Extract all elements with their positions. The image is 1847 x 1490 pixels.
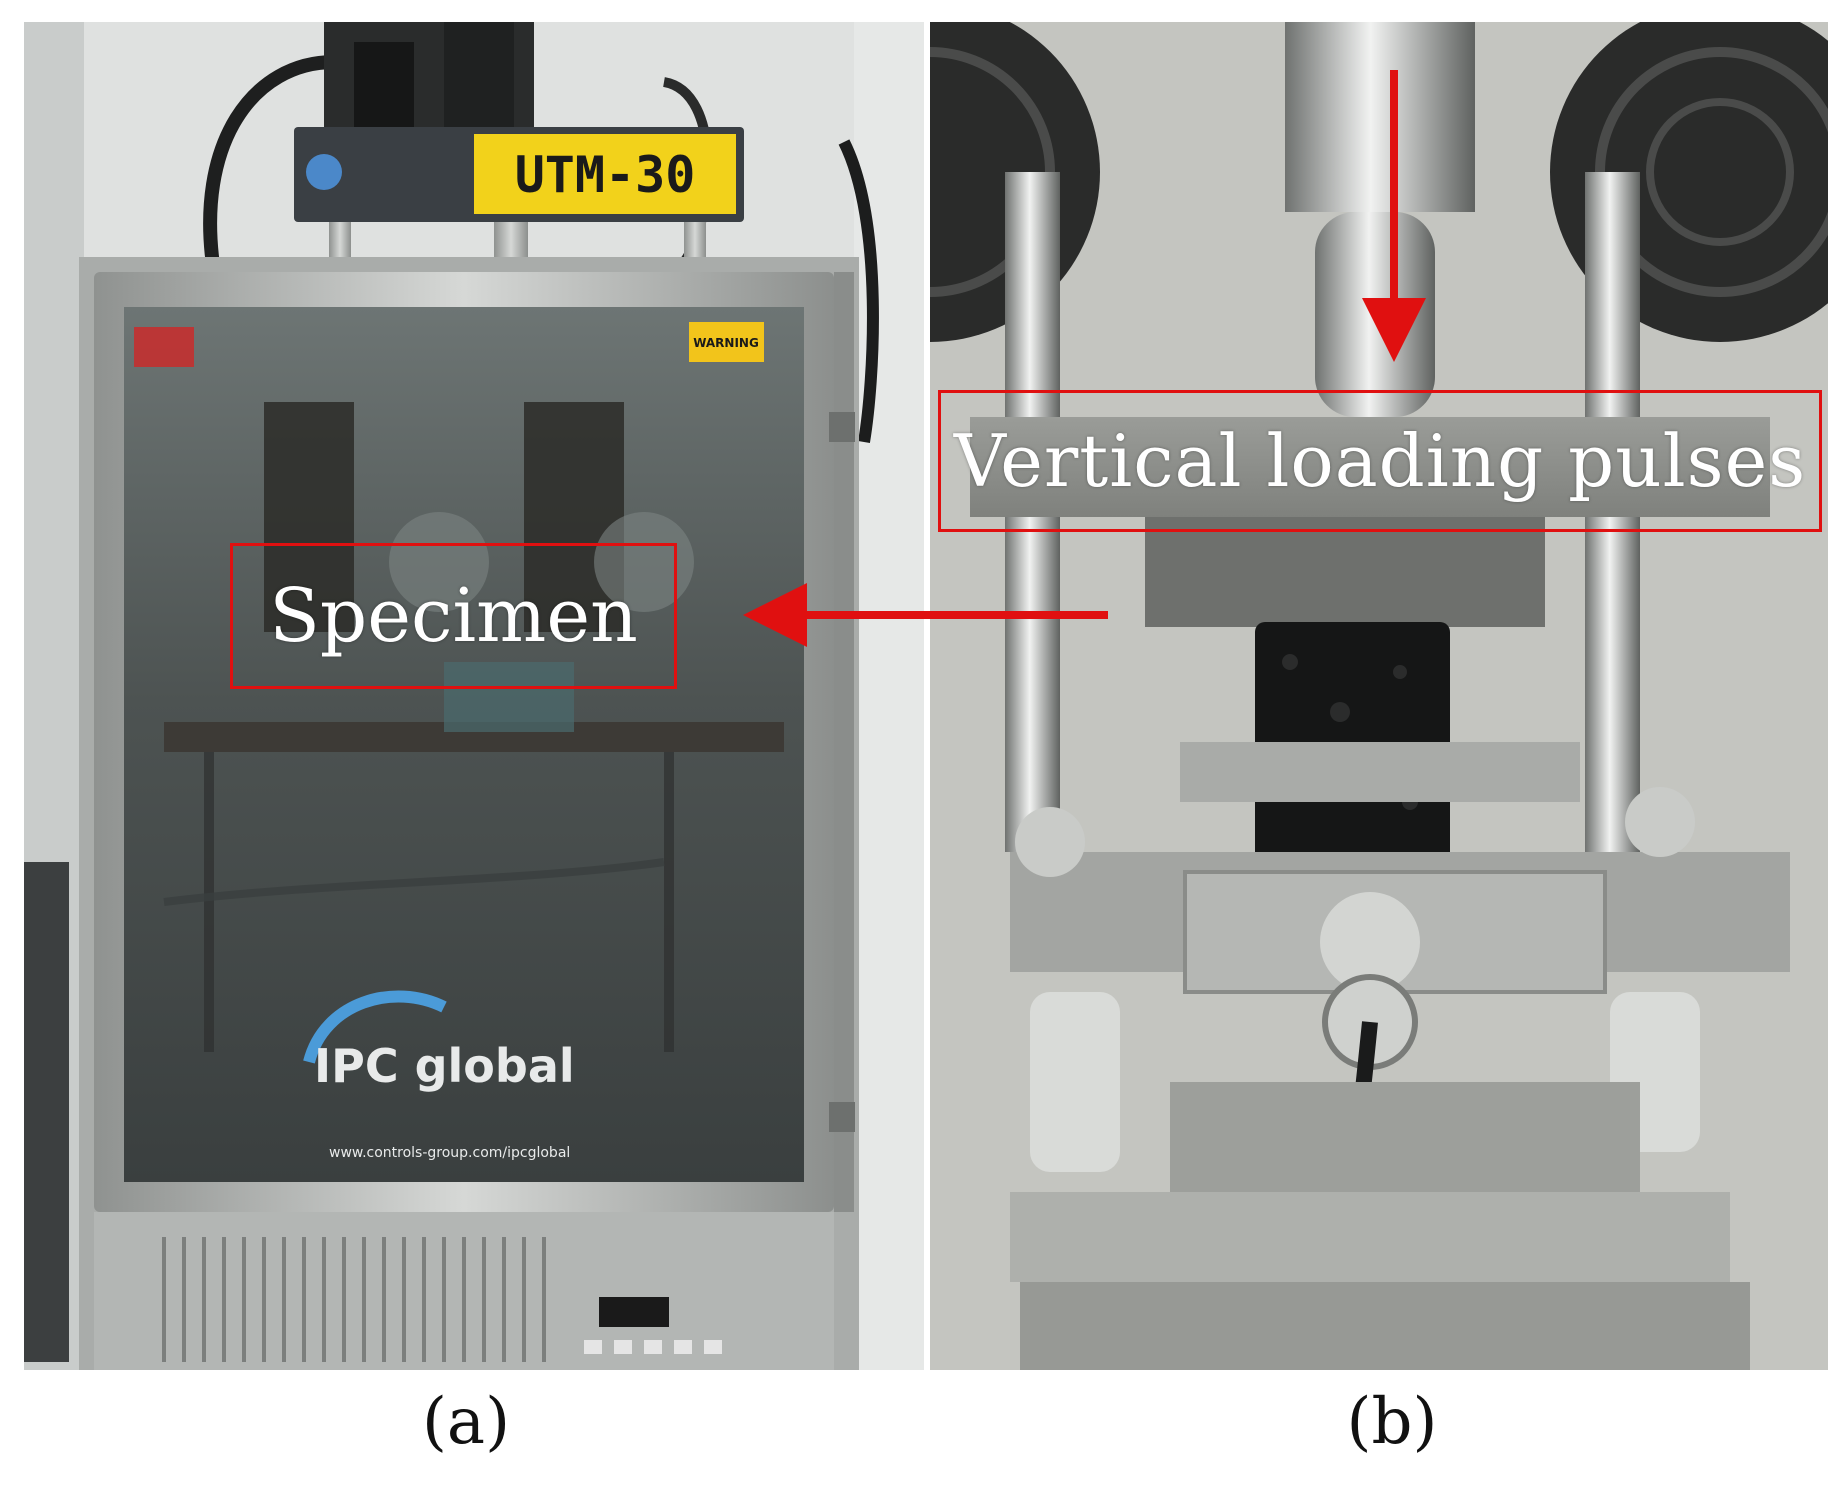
loading-plate xyxy=(970,417,1770,517)
utm-chamber-illustration: UTM-30 WARNING IPC global www.controls-g… xyxy=(24,22,924,1370)
utm-30-label: UTM-30 xyxy=(515,146,696,204)
loading-piston xyxy=(1315,212,1435,417)
ipc-global-logo-icon xyxy=(303,990,447,1064)
photo-panel-a: UTM-30 WARNING IPC global www.controls-g… xyxy=(24,22,924,1370)
footer-url-text: www.controls-group.com/ipcglobal xyxy=(329,1145,570,1161)
vertical-loading-callout: Vertical loading pulses xyxy=(938,390,1822,532)
ipc-logo-icon xyxy=(306,154,342,190)
hazard-sticker xyxy=(134,327,194,367)
ipc-global-logo-text: IPC global xyxy=(314,1039,575,1093)
loading-fixture-illustration xyxy=(930,22,1828,1370)
photo-panel-b xyxy=(930,22,1828,1370)
specimen-callout: Specimen xyxy=(230,543,677,689)
warning-sticker xyxy=(689,322,764,362)
warning-sticker-text: WARNING xyxy=(693,336,759,350)
caption-b: (b) xyxy=(1346,1385,1438,1459)
caption-a: (a) xyxy=(421,1385,511,1459)
